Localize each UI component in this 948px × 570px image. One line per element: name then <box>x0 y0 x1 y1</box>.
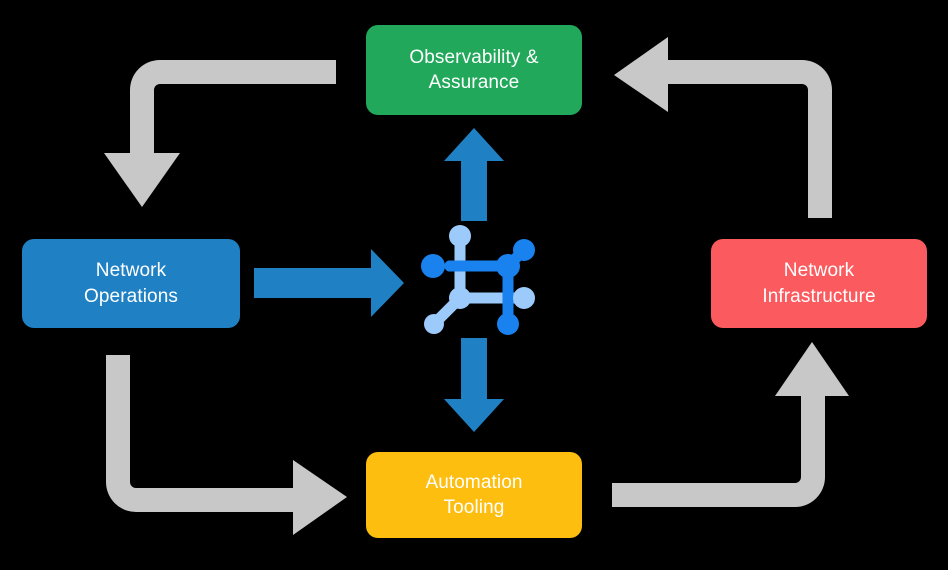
network-topology-icon <box>421 225 535 335</box>
gray-arrow-operations-to-automation <box>106 355 347 535</box>
node-automation-tooling[interactable]: Automation Tooling <box>366 452 582 538</box>
node-network-infrastructure[interactable]: Network Infrastructure <box>711 239 927 328</box>
gray-arrow-automation-to-infrastructure <box>612 342 849 507</box>
gray-arrow-observability-to-operations <box>104 60 336 207</box>
blue-arrow-hub-to-automation <box>444 338 504 432</box>
gray-arrow-infrastructure-to-observability <box>614 37 832 218</box>
blue-arrow-hub-to-observability <box>444 128 504 221</box>
blue-arrow-operations-to-hub <box>254 249 404 317</box>
node-observability-assurance[interactable]: Observability & Assurance <box>366 25 582 115</box>
topology-nodes-dark <box>421 239 535 335</box>
node-network-operations[interactable]: Network Operations <box>22 239 240 328</box>
topology-nodes-light <box>424 225 535 334</box>
